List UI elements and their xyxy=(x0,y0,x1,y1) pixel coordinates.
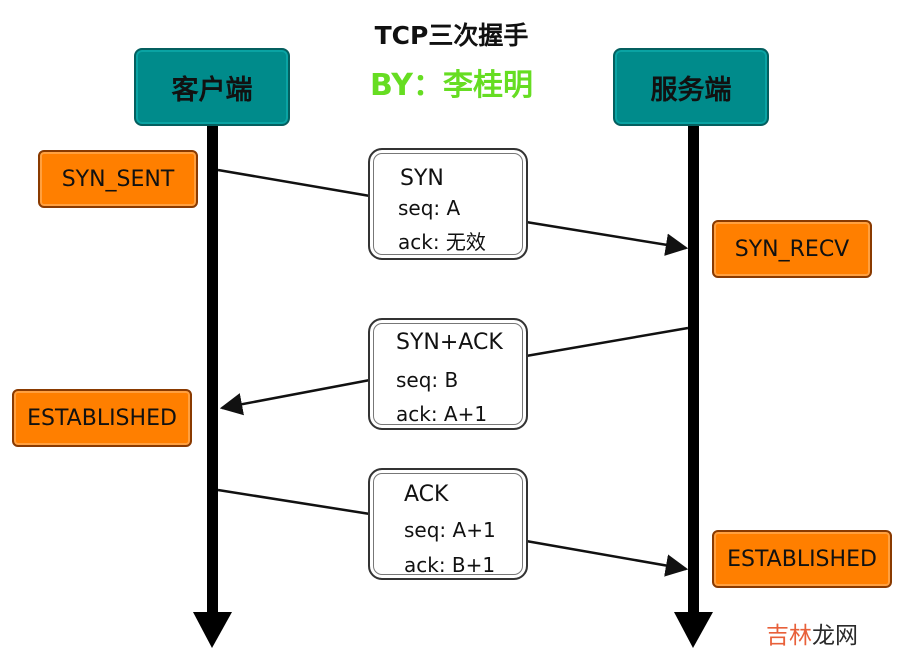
state-client-established-label: ESTABLISHED xyxy=(27,405,177,431)
state-syn-sent-label: SYN_SENT xyxy=(61,166,175,192)
author-label: BY：李桂明 xyxy=(370,68,533,103)
message-seq: seq: A+1 xyxy=(404,518,496,542)
client-lifeline-arrowhead xyxy=(193,612,232,648)
state-server-established: ESTABLISHED xyxy=(712,530,892,588)
watermark-part-1: 吉林 xyxy=(766,623,812,649)
state-syn-recv-label: SYN_RECV xyxy=(734,236,850,262)
message-box-syn-ack: SYN+ACK seq: B ack: A+1 xyxy=(368,318,528,430)
watermark: 吉林龙网 xyxy=(766,616,858,650)
server-lifeline xyxy=(688,126,699,616)
server-label: 服务端 xyxy=(650,74,732,106)
client-label: 客户端 xyxy=(171,74,253,106)
msg-3-arrow xyxy=(525,539,689,577)
watermark-part-2: 龙网 xyxy=(812,623,858,649)
message-name: ACK xyxy=(404,482,449,507)
state-syn-sent: SYN_SENT xyxy=(38,150,198,208)
msg-3-line-left xyxy=(217,488,371,516)
message-seq: seq: B xyxy=(396,368,459,392)
msg-2-line-right xyxy=(525,326,689,358)
message-name: SYN xyxy=(400,166,444,191)
state-client-established: ESTABLISHED xyxy=(12,389,192,447)
message-ack: ack: 无效 xyxy=(398,230,486,254)
diagram-title: TCP三次握手 xyxy=(374,21,529,50)
client-box: 客户端 xyxy=(134,48,290,126)
message-seq: seq: A xyxy=(398,196,461,220)
client-lifeline xyxy=(207,126,218,616)
message-name: SYN+ACK xyxy=(396,330,503,355)
msg-1-line-left xyxy=(217,168,371,198)
message-box-ack: ACK seq: A+1 ack: B+1 xyxy=(368,468,528,580)
server-box: 服务端 xyxy=(613,48,769,126)
message-box-syn: SYN seq: A ack: 无效 xyxy=(368,148,528,260)
msg-1-arrow xyxy=(525,220,689,256)
message-ack: ack: B+1 xyxy=(404,553,496,577)
message-ack: ack: A+1 xyxy=(396,402,488,426)
server-lifeline-arrowhead xyxy=(674,612,713,648)
msg-2-arrow xyxy=(219,378,371,416)
state-server-established-label: ESTABLISHED xyxy=(727,546,877,572)
state-syn-recv: SYN_RECV xyxy=(712,220,872,278)
